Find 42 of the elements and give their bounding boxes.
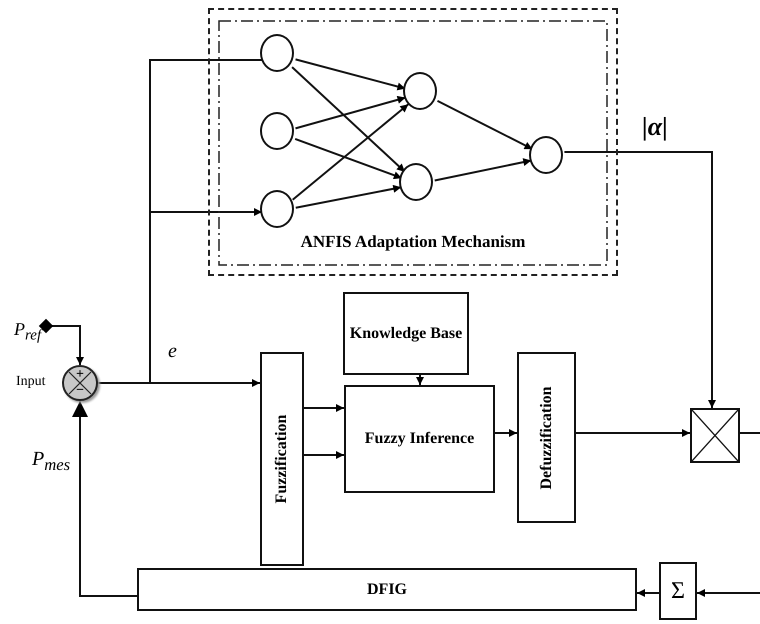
- connector-arrow: [564, 151, 716, 408]
- connector-arrow: [52, 325, 84, 365]
- connector-arrow: [416, 375, 424, 385]
- signal-label: Input: [15, 374, 47, 390]
- connector-arrow: [72, 401, 137, 597]
- summing-junction: [62, 365, 98, 401]
- connector-arrow: [434, 158, 532, 182]
- neuron-circle: [260, 190, 294, 228]
- process-block: [137, 568, 637, 611]
- neuron-circle: [260, 112, 294, 150]
- block-label: Defuzzification: [536, 386, 556, 490]
- connector-arrow: [495, 429, 517, 437]
- neuron-circle: [399, 163, 433, 201]
- process-block: [260, 352, 304, 566]
- process-block: [659, 562, 697, 620]
- block-label: Knowledge Base: [350, 324, 462, 344]
- multiplier-block: [690, 408, 740, 463]
- neuron-circle: [529, 136, 563, 174]
- process-block: [343, 292, 469, 375]
- connector-arrow: [295, 96, 406, 130]
- mechanism-title: ANFIS Adaptation Mechanism: [300, 230, 526, 252]
- connector-arrow: [576, 429, 690, 437]
- sign-text: −: [75, 384, 85, 398]
- neuron-circle: [260, 34, 294, 72]
- sign-text: +: [75, 368, 85, 382]
- connector-arrow: [637, 589, 659, 597]
- neuron-circle: [403, 72, 437, 110]
- signal-label: P$_{ref}$: [13, 319, 44, 345]
- connector-arrow: [292, 104, 409, 200]
- connector-arrow: [304, 404, 344, 412]
- connector-arrow: [437, 100, 533, 150]
- connector-arrow: [98, 208, 262, 384]
- connector-arrow: [296, 184, 402, 209]
- sigma-symbol: Σ: [671, 577, 685, 606]
- connector-arrow: [291, 66, 406, 173]
- connector-arrow: [304, 451, 344, 459]
- block-label: DFIG: [367, 580, 407, 600]
- connector-arrow: [697, 589, 760, 597]
- process-block: [344, 385, 495, 493]
- process-block: [517, 352, 576, 523]
- block-label: Fuzzy Inference: [364, 429, 474, 449]
- block-label: Fuzzification: [272, 414, 291, 504]
